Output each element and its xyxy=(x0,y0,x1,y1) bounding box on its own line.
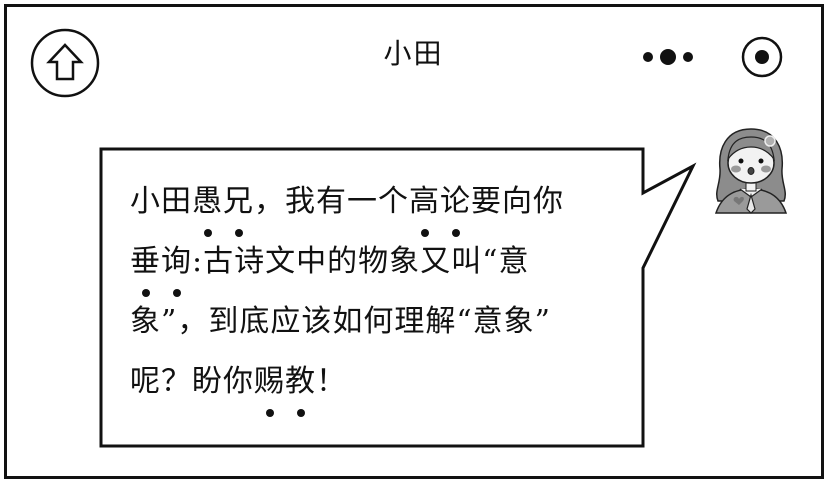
message-line-3: 象”，到底应该如何理解“意象” xyxy=(130,292,630,352)
emphasized-char: 教 xyxy=(285,352,316,417)
text-run: 象”，到底应该如何理解“意象” xyxy=(130,304,552,339)
home-button[interactable] xyxy=(30,28,100,98)
emphasized-char: 愚 xyxy=(192,172,223,237)
emphasized-char: 论 xyxy=(440,172,471,237)
more-dots-icon xyxy=(643,49,693,65)
emphasized-char: 高 xyxy=(409,172,440,237)
phone-window-frame xyxy=(4,4,824,479)
emphasized-char: 询 xyxy=(161,232,192,297)
message-line-2: 垂询:古诗文中的物象又叫“意 xyxy=(130,232,630,297)
text-run: :古诗文中的物象又叫“意 xyxy=(192,244,530,279)
emphasized-char: 赐 xyxy=(254,352,285,417)
text-run: 要向你 xyxy=(471,184,564,219)
text-run: ！ xyxy=(316,364,347,399)
message-text: 小田愚兄，我有一个高论要向你 垂询:古诗文中的物象又叫“意 象”，到底应该如何理… xyxy=(130,172,630,417)
sender-avatar[interactable] xyxy=(708,125,794,217)
emphasized-char: 垂 xyxy=(130,232,161,297)
mini-program-close-button[interactable] xyxy=(738,33,786,81)
text-run: 呢？盼你 xyxy=(130,364,254,399)
home-arrow-up-icon xyxy=(30,28,100,98)
text-run: 小田 xyxy=(130,184,192,219)
girl-avatar-icon xyxy=(714,128,788,214)
message-line-1: 小田愚兄，我有一个高论要向你 xyxy=(130,172,630,237)
more-options-button[interactable] xyxy=(640,42,700,72)
text-run: ，我有一个 xyxy=(254,184,409,219)
target-circle-icon xyxy=(741,36,783,78)
chat-title: 小田 xyxy=(383,37,444,70)
message-line-4: 呢？盼你赐教！ xyxy=(130,352,630,417)
emphasized-char: 兄 xyxy=(223,172,254,237)
